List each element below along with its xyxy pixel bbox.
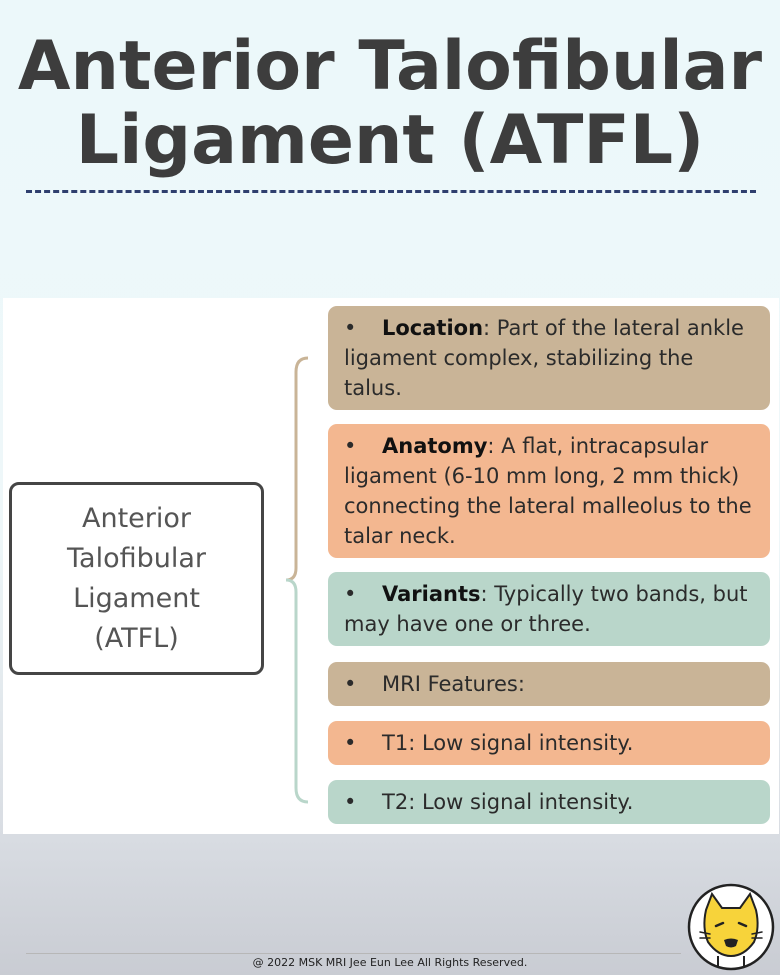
copyright-footer: @ 2022 MSK MRI Jee Eun Lee All Rights Re… [252,956,528,969]
card-text: : Typically two bands, but may have one … [344,582,748,636]
page-title: Anterior Talofibular Ligament (ATFL) [0,30,780,178]
card-anatomy: • Anatomy: A flat, intracapsular ligament… [328,424,770,558]
bullet-icon: • [344,790,357,814]
bullet-icon: • [344,434,357,458]
cat-mascot-icon [687,883,775,971]
root-node-line-3: Ligament [73,582,200,614]
root-node-line-1: Anterior [81,502,191,534]
branch-brace [285,356,309,804]
bullet-icon: • [344,316,357,340]
root-node: Anterior Talofibular Ligament (ATFL) [9,482,264,675]
card-text: : Part of the lateral ankle ligament com… [344,316,744,400]
title-line-2: Ligament (ATFL) [75,101,705,180]
card-term: Location [382,316,484,340]
root-node-line-4: (ATFL) [94,622,179,654]
card-mri-features: • MRI Features: [328,662,770,706]
bullet-icon: • [344,582,357,606]
card-t1: • T1: Low signal intensity. [328,721,770,765]
card-variants: • Variants: Typically two bands, but may … [328,572,770,646]
title-line-1: Anterior Talofibular [17,27,763,106]
bullet-icon: • [344,672,357,696]
title-dashed-divider [26,190,756,193]
card-t2: • T2: Low signal intensity. [328,780,770,824]
card-term: Variants [382,582,481,606]
card-text: : A flat, intracapsular ligament (6-10 m… [344,434,752,548]
card-text: T1: Low signal intensity. [382,731,634,755]
bullet-icon: • [344,731,357,755]
card-text: MRI Features: [382,672,525,696]
card-location: • Location: Part of the lateral ankle lig… [328,306,770,410]
footer-divider [26,953,681,954]
card-text: T2: Low signal intensity. [382,790,634,814]
card-term: Anatomy [382,434,488,458]
root-node-line-2: Talofibular [67,542,206,574]
